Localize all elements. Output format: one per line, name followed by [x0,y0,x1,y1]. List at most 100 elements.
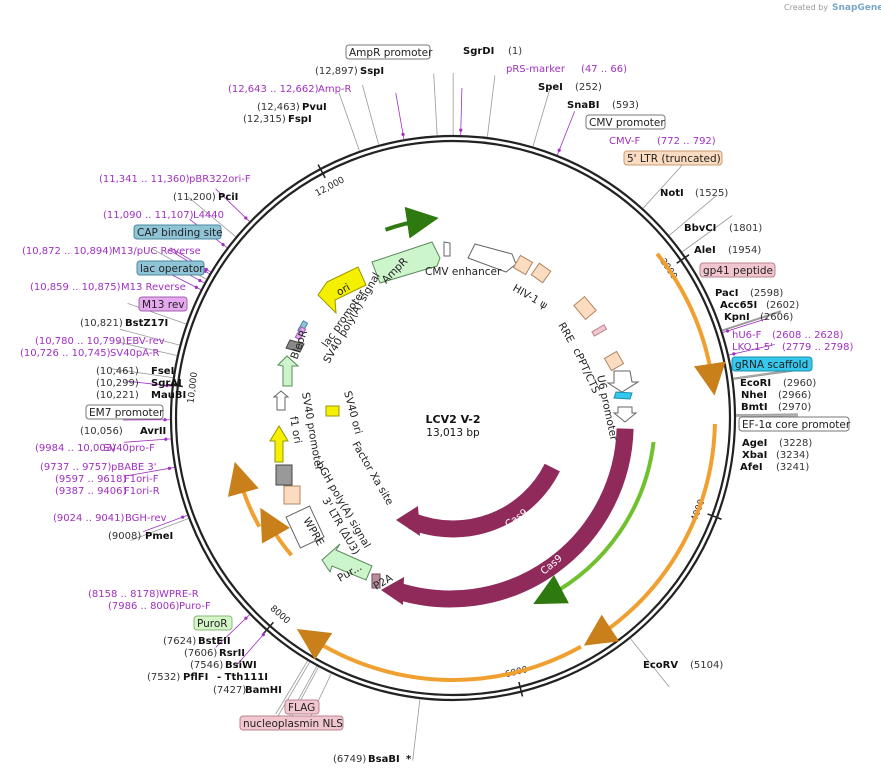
primer-pbr322ori-f: pBR322ori-F [189,174,251,185]
enzyme-leader [733,370,795,380]
svg-text:(12,643 .. 12,662): (12,643 .. 12,662) [228,84,319,95]
plasmid-size: 13,013 bp [426,427,480,439]
svg-text:(9387 .. 9406): (9387 .. 9406) [55,486,127,497]
enzyme-ecorv: EcoRV [643,660,678,671]
primer-leader [143,515,188,532]
enzyme-sgrai: SgrAI [151,378,182,389]
svg-text:(12,463): (12,463) [257,102,300,113]
ruler-tick [676,254,690,264]
label-cmv-enhancer: CMV enhancer [425,266,502,278]
ruler-tick-label: 10,000 [186,371,200,404]
cas9-outer-head [381,577,404,605]
svg-text:(11,200): (11,200) [173,192,216,203]
enzyme-leader [722,311,782,332]
label-ori: ori [335,281,353,298]
primer-leader [215,188,250,222]
enzyme-bsiwi: BsiWI [225,660,257,671]
bgh-box [275,464,293,486]
enzyme-fsei: FseI [151,366,174,377]
svg-text:(47 .. 66): (47 .. 66) [581,64,627,75]
primer-sv40pro-f: SV40pro-F [103,443,155,454]
primer-leader [460,88,463,136]
svg-text:(772 .. 792): (772 .. 792) [657,136,716,147]
green-arc-1 [533,441,656,605]
svg-text:(1): (1) [508,46,522,57]
credit-text: Created by [784,3,828,12]
primer-cmv-f: CMV-F [609,136,640,147]
svg-text:(252): (252) [575,82,602,93]
orange-arc-4 [260,507,294,557]
primer-site [459,128,463,132]
primer-hu6-f: hU6-F [732,330,762,341]
primer-puro-f: Puro-F [179,601,211,612]
svg-text:(11,341 .. 11,360): (11,341 .. 11,360) [99,174,190,185]
backbone-outer [169,134,737,702]
box-ampr-promoter: AmpR promoter [349,47,433,59]
ruler-tick-label: 8000 [268,604,292,627]
primer-leader [395,92,405,140]
enzyme-leader [119,328,180,346]
svg-text:(1525): (1525) [695,188,728,199]
enzyme-bbvci: BbvCI [684,223,716,234]
label-rre: RRE [555,321,576,345]
svg-text:(5104): (5104) [690,660,723,671]
enzyme-leader [116,341,178,356]
plasmid-name: LCV2 V-2 [425,413,480,426]
enzyme-leader [277,661,311,716]
enzyme-leader [630,638,670,688]
box-puror: PuroR [197,618,228,630]
enzyme-leader [130,518,189,541]
svg-text:(7624): (7624) [163,636,196,647]
primer-site [557,148,561,152]
primer-leader [556,111,576,156]
enzyme-bmti: BmtI [741,402,768,413]
svg-text:(6749): (6749) [333,754,366,765]
orange-arc-1 [655,252,726,396]
enzyme-bstz17i: BstZ17I [125,318,168,329]
svg-text:(3234): (3234) [776,450,809,461]
svg-text:(9008): (9008) [108,531,141,542]
primer-site [180,515,185,519]
orange-arc-3 [296,628,582,682]
svg-text:(12,897): (12,897) [315,66,358,77]
primer-site [165,384,169,388]
primer-site [732,352,736,356]
svg-text:(10,299): (10,299) [96,378,139,389]
svg-text:(7986 .. 8006): (7986 .. 8006) [108,601,180,612]
primer-l4440: L4440 [193,210,224,221]
svg-text:(2779 .. 2798): (2779 .. 2798) [782,342,854,353]
svg-text:(3241): (3241) [776,462,809,473]
svg-text:(9737 .. 9757): (9737 .. 9757) [40,462,112,473]
label-f1-ori: f1 ori [287,415,304,444]
box-cap-binding-site: CAP binding site [137,227,223,239]
enzyme-ecori: EcoRI [740,378,771,389]
enzyme-maubi: MauBI [151,390,186,401]
enzyme-xbai: XbaI [742,450,767,461]
primer-site [163,418,167,422]
svg-text:(10,221): (10,221) [96,390,139,401]
svg-text:(2966): (2966) [778,390,811,401]
svg-text:(10,726 .. 10,745): (10,726 .. 10,745) [20,348,111,359]
wpre-box [285,505,325,549]
enzyme-pcii: PciI [218,192,238,203]
primer-site [401,132,405,136]
svg-text:(10,872 .. 10,894): (10,872 .. 10,894) [22,246,113,257]
enzyme-leader [362,84,380,146]
primer-site [725,329,730,333]
enzyme-leader [668,195,717,236]
enzyme-avrii: AvrII [140,426,166,437]
orange-arc-5 [227,461,262,528]
enzyme-fspi: FspI [288,114,312,125]
cmv-enhancer-glyph [467,243,517,273]
inner-features [269,241,640,589]
ampr-glyph [371,241,441,284]
svg-text:(2970): (2970) [778,402,811,413]
enzyme-snabi: SnaBI [567,100,599,111]
svg-text:*: * [406,754,412,765]
box-gp41: gp41 peptide [703,265,773,277]
enzyme-nhei: NheI [741,390,767,401]
snapgene-logo: SnapGene [832,3,881,13]
svg-text:(12,315): (12,315) [243,114,286,125]
enzyme-kpni: KpnI [724,312,750,323]
p2a-box [371,573,381,589]
